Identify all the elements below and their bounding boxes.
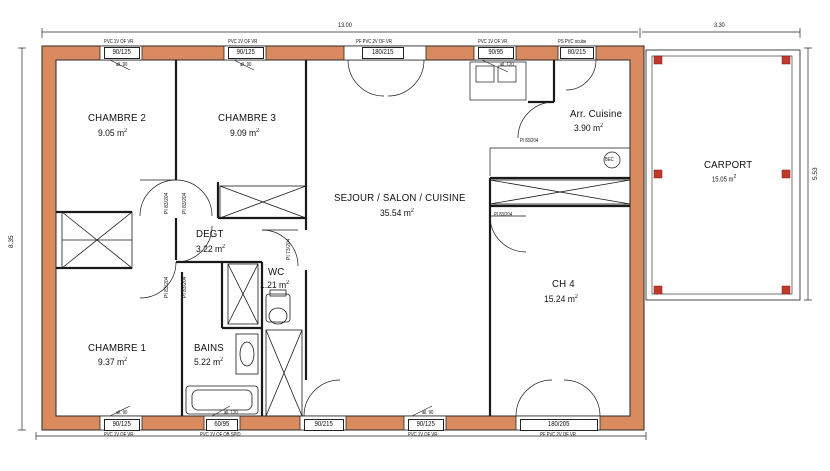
interior-door-3: PI 83/204	[164, 276, 170, 298]
bot-door-size: 90/215	[304, 419, 344, 431]
room-wc-area: 1.21 m2	[260, 280, 290, 292]
room-bains-name: BAINS	[194, 342, 224, 354]
room-arr-cuisine-area: 3.90 m2	[574, 123, 604, 135]
bot-win2-note: all. 120	[224, 410, 238, 416]
dim-house-width: 13.00	[338, 22, 352, 29]
top-door-size: 180/215	[362, 47, 404, 59]
bot-win3-size: 90/125	[408, 419, 444, 431]
interior-door-7: PI 83/204	[494, 212, 513, 218]
bot-win2-size: 60/95	[206, 419, 238, 431]
top-win1-note: all. 90	[116, 62, 128, 68]
interior-door-2: PI 83/204	[182, 192, 188, 214]
top-win2-spec: PVC 1V OF VR	[228, 39, 258, 45]
window-swings	[109, 59, 509, 417]
bot-win1-spec: PVC 1V OF VR	[104, 432, 134, 438]
interior-door-6: PI 83/204	[520, 138, 539, 144]
bot-door2-spec: PF PVC 2V OF VR	[540, 432, 576, 438]
bot-door2-size: 180/205	[520, 419, 598, 431]
room-degt-area: 3.22 m2	[196, 244, 226, 256]
room-bains-area: 5.22 m2	[194, 357, 224, 369]
room-sejour-area: 35.54 m2	[380, 208, 414, 220]
interior-door-4: PI 83/204	[182, 276, 188, 298]
interior-door-1: PI 83/204	[164, 192, 170, 214]
bot-win3-spec: PVC 1V OF VR	[408, 432, 438, 438]
door-swings	[139, 59, 601, 417]
bec-label: BEC	[605, 157, 614, 163]
bot-win1-size: 90/125	[104, 419, 140, 431]
room-degt-name: DEGT	[196, 228, 224, 240]
top-door-spec: PF PVC 2V OF VR	[356, 39, 392, 45]
top-win1-spec: PVC 1V OF VR	[104, 39, 134, 45]
interior-door-5: PI 73/204	[286, 238, 292, 260]
closets	[61, 179, 631, 417]
room-chambre3-area: 9.09 m2	[230, 128, 260, 140]
room-wc-name: WC	[268, 266, 285, 278]
top-win2-note: all. 90	[240, 62, 252, 68]
room-chambre2-area: 9.05 m2	[98, 128, 128, 140]
top-win2-size: 90/125	[228, 47, 264, 59]
bot-win3-note: all. 90	[422, 410, 434, 416]
top-win4-size: 80/215	[560, 47, 594, 59]
room-carport-name: CARPORT	[704, 159, 753, 171]
room-chambre2-name: CHAMBRE 2	[88, 112, 147, 124]
top-win3-note: all. 120	[500, 62, 514, 68]
dim-carport-depth: 5.53	[812, 167, 819, 180]
room-chambre3-name: CHAMBRE 3	[218, 112, 277, 124]
carport	[645, 49, 801, 301]
exterior-walls	[41, 45, 645, 431]
room-arr-cuisine-name: Arr. Cuisine	[570, 108, 623, 120]
dim-carport-width: 3.30	[714, 22, 725, 29]
room-ch4-name: CH 4	[552, 278, 575, 290]
top-win3-size: 90/95	[478, 47, 514, 59]
dim-house-depth: 8.35	[8, 235, 15, 248]
bot-win2-spec: PVC 1V OF OB SPID	[200, 432, 241, 438]
top-win4-spec: PS PVC ocube	[558, 39, 587, 45]
top-win1-size: 90/125	[104, 47, 140, 59]
room-ch4-area: 15.24 m2	[544, 294, 578, 306]
bathroom-fixtures	[185, 289, 291, 415]
top-win3-spec: PVC 1V OF VR	[478, 39, 508, 45]
room-carport-area: 15.05 m2	[712, 174, 737, 184]
room-chambre1-name: CHAMBRE 1	[88, 342, 147, 354]
bot-win1-note: all. 90	[116, 410, 128, 416]
room-sejour-name: SEJOUR / SALON / CUISINE	[334, 192, 466, 204]
kitchen-counter	[469, 61, 630, 176]
room-chambre1-area: 9.37 m2	[98, 357, 128, 369]
dimension-lines	[18, 28, 812, 440]
